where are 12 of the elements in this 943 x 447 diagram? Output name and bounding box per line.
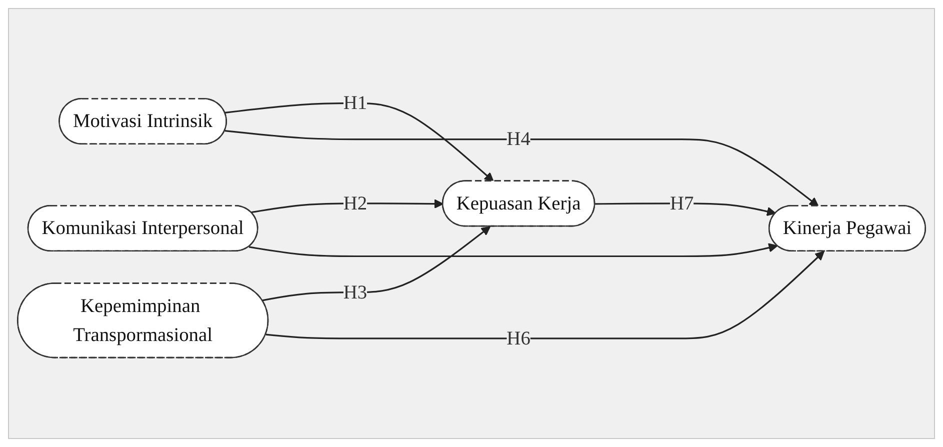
edge-label: H3 [343,281,368,303]
edge-label: H2 [343,192,368,214]
edge-label: H6 [506,328,530,350]
arrow [224,130,819,207]
diagram-background: H1 H2 H3 H4 H6 H7 Motivasi Intrinsik Komunikasi Interpersonal Kepemimpinan Transpormasional Kepuasan Kerja Kinerja Pegawai [8,8,935,439]
edge-label: H7 [670,192,694,214]
edge-label: H4 [506,128,530,150]
arrow [262,226,491,302]
arrow [266,251,824,340]
arrow [224,102,494,182]
edge-label: H1 [343,92,368,114]
arrow [248,243,778,258]
